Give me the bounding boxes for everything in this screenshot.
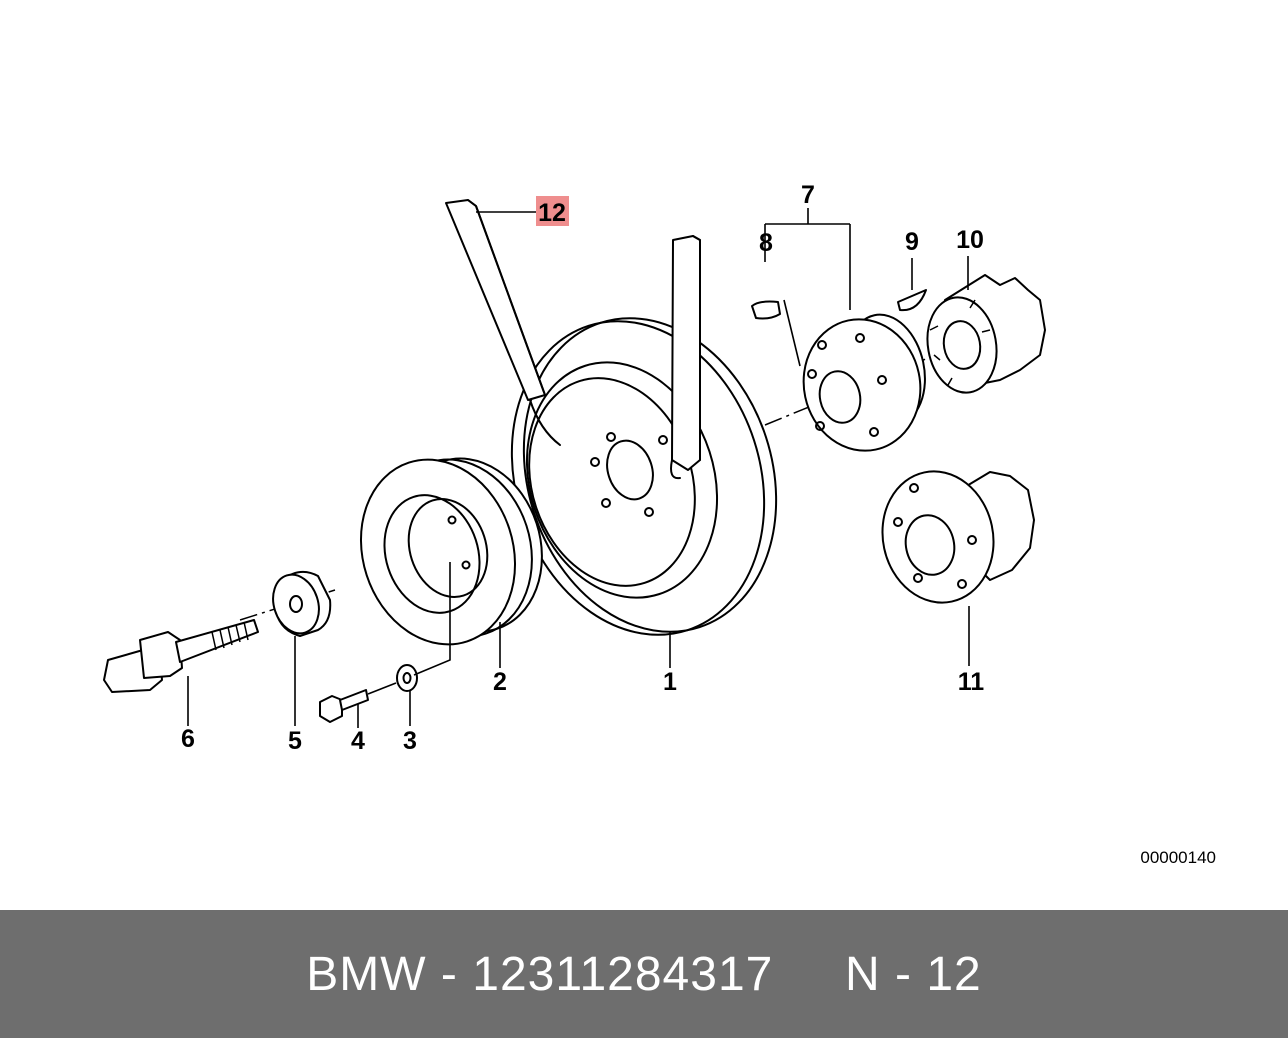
callout-2: 2: [493, 668, 507, 696]
callout-7: 7: [801, 181, 815, 209]
leader-lines: [187, 208, 970, 728]
belt-pulley: [359, 457, 543, 646]
callout-5: 5: [288, 727, 302, 755]
callout-3: 3: [403, 727, 417, 755]
crankshaft-sprocket: [926, 274, 1046, 394]
spacer-sleeve: [272, 570, 332, 637]
vibration-damper: [510, 317, 778, 636]
diagram-reference-code: 00000140: [1140, 848, 1216, 867]
callout-12-highlight: [536, 196, 569, 226]
footer-bar: BMW - 12311284317 N - 12: [0, 910, 1288, 1038]
callout-11: 11: [958, 668, 985, 696]
hub-assembly: [751, 299, 926, 452]
v-belt: [445, 199, 701, 480]
callout-1: 1: [663, 668, 677, 696]
callout-10: 10: [956, 226, 984, 254]
central-bolt: [103, 619, 259, 693]
callout-6: 6: [181, 725, 195, 753]
lock-washer: [396, 664, 418, 692]
callout-8: 8: [759, 229, 773, 257]
callout-9: 9: [905, 228, 919, 256]
callout-12: 12: [538, 199, 566, 227]
woodruff-key: [897, 289, 927, 312]
hex-screw: [319, 682, 397, 723]
flanged-sprocket: [881, 470, 1035, 604]
parts-diagram: 12 7 8 9 10 11 1 2 3 4 5 6 00000140: [103, 181, 1216, 867]
part-number-caption: BMW - 12311284317 N - 12: [306, 947, 982, 1001]
callout-4: 4: [351, 727, 365, 755]
callouts: 12 7 8 9 10 11 1 2 3 4 5 6: [181, 181, 984, 755]
